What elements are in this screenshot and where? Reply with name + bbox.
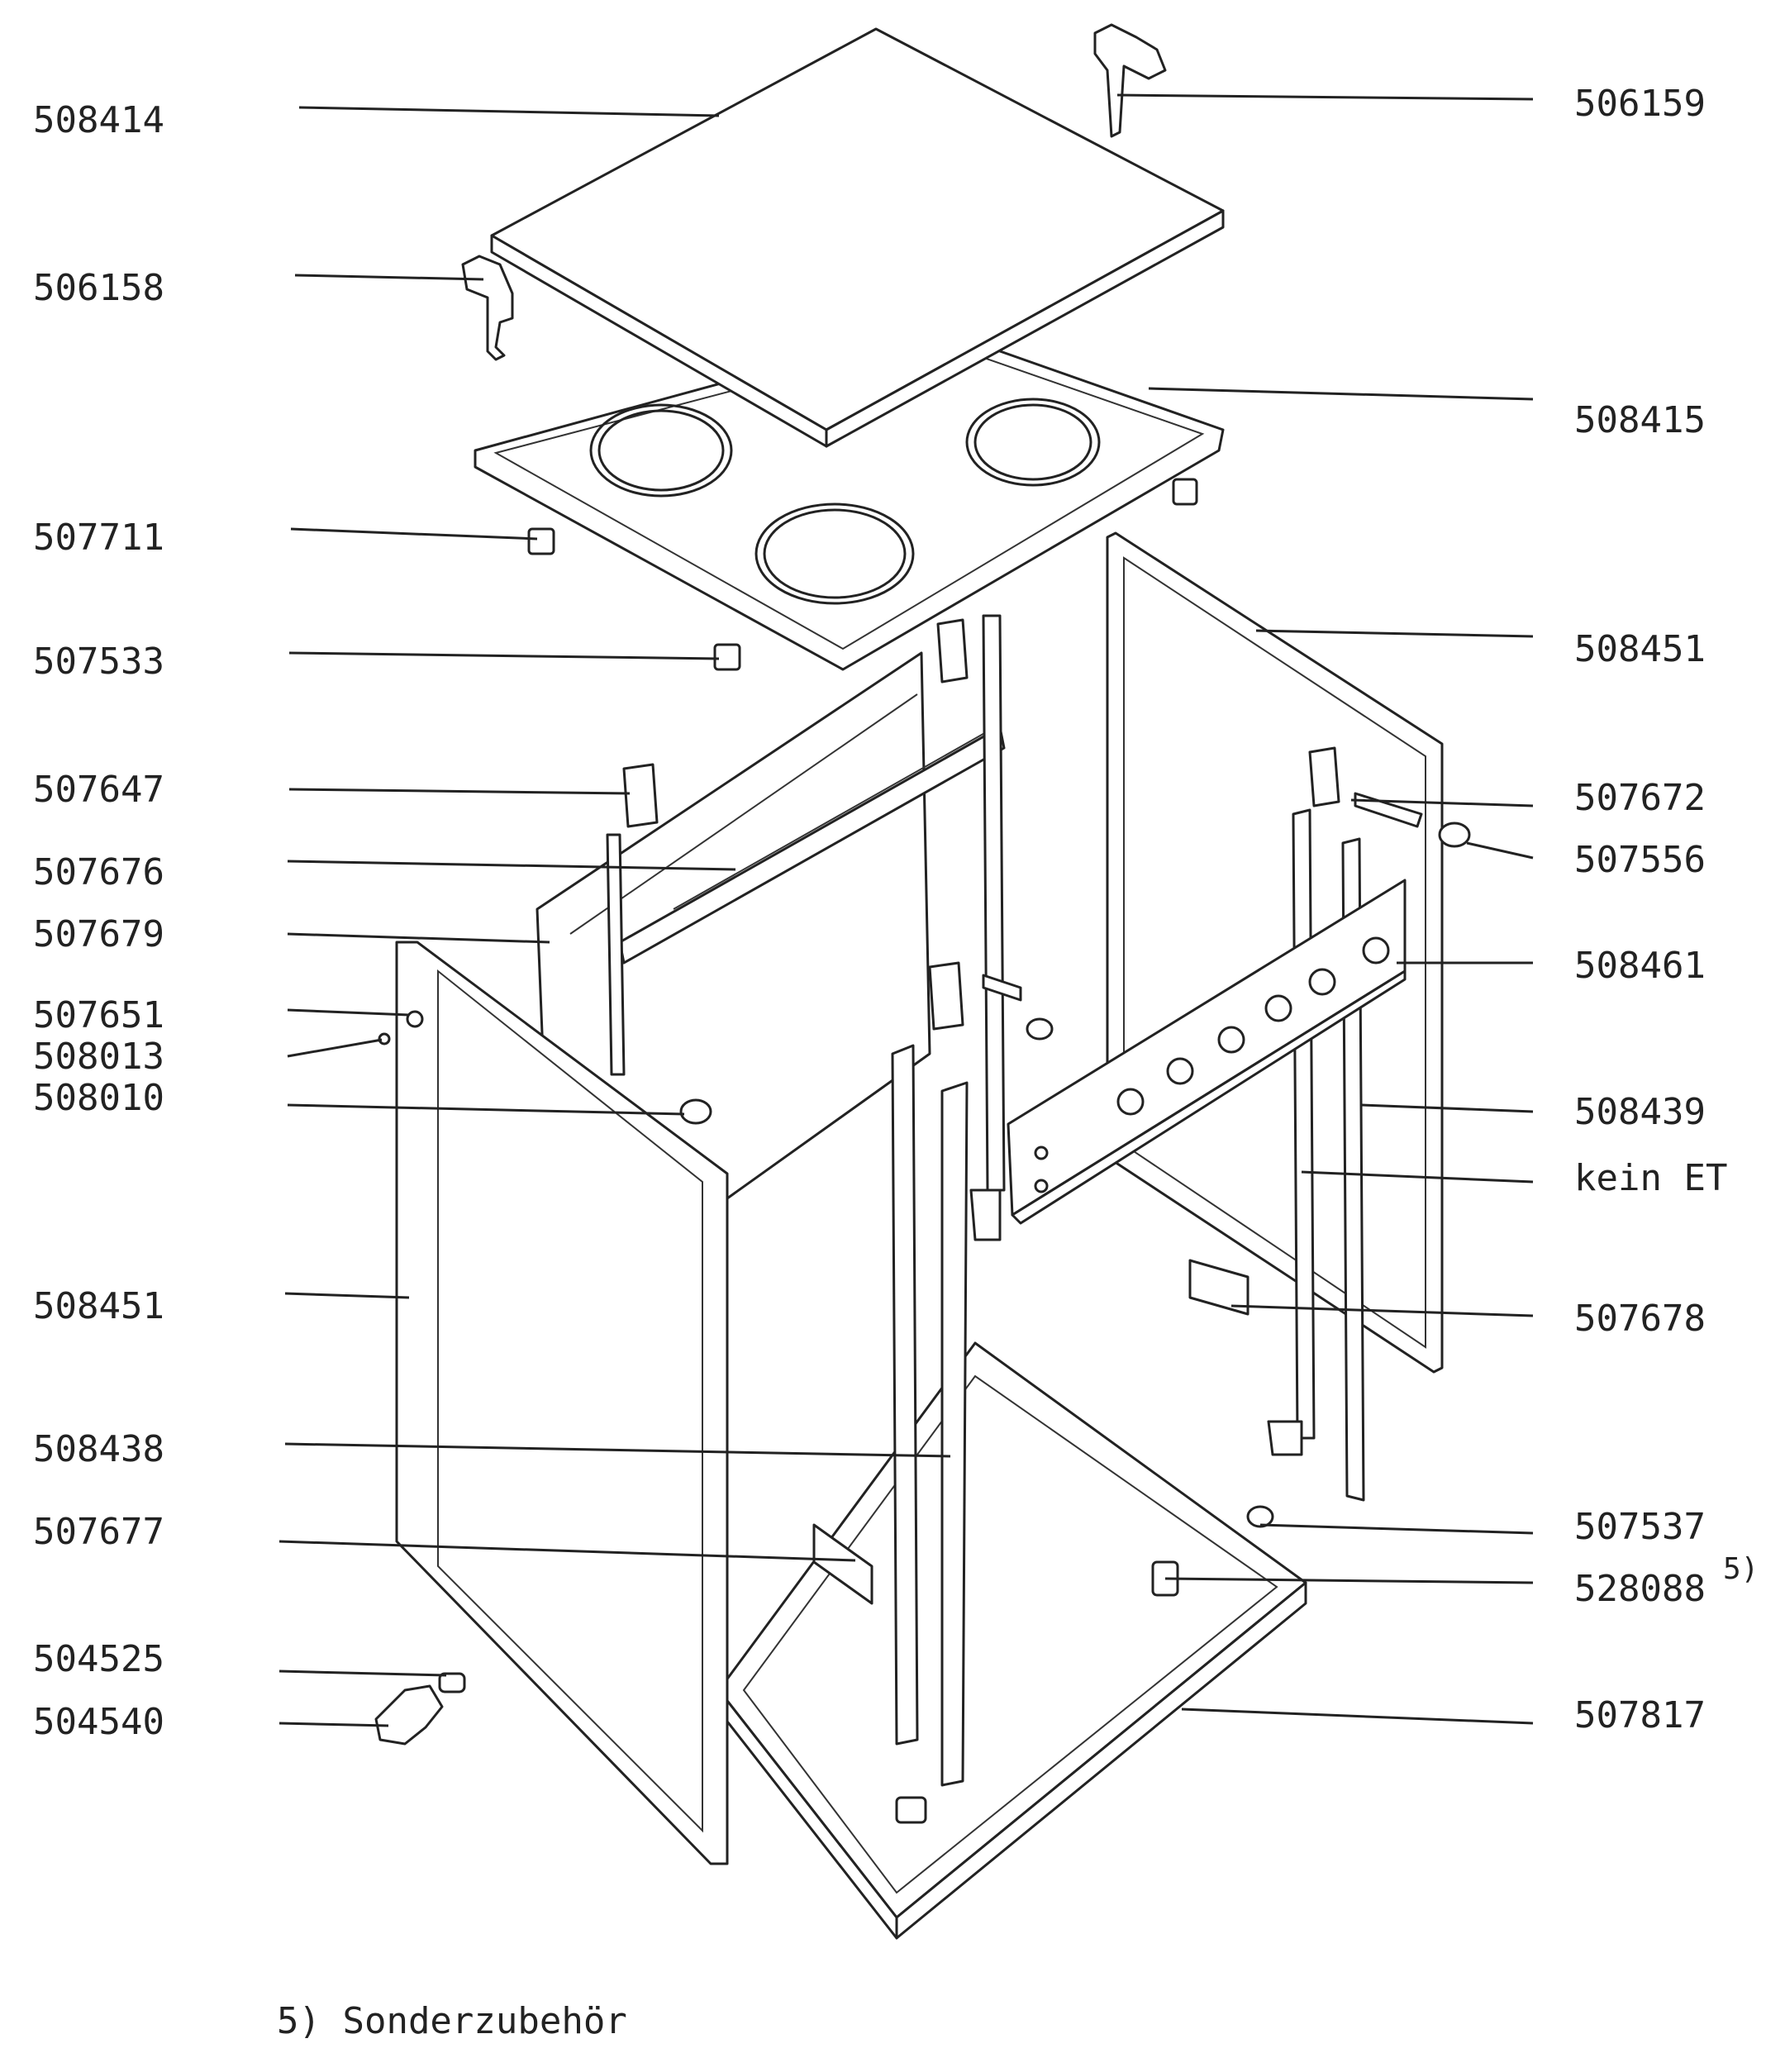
base-frame [717,1341,1307,1940]
clip-508415-right [1172,478,1198,506]
bracket-507677 [812,1523,873,1605]
part-label: 504525 [33,1638,164,1680]
footnote-marker: 5) [1723,1552,1759,1586]
bracket-507678 [1188,1259,1250,1316]
leader-lines [278,93,1534,1727]
part-label: 506159 [1574,83,1706,125]
labels-right: 506159 508415 508451 507672 507556 50846… [1574,83,1759,1736]
part-label: 507817 [1574,1694,1706,1736]
part-label: 508415 [1574,399,1706,441]
part-label: 507711 [33,517,164,559]
part-label: 507679 [33,913,164,955]
part-label: 506158 [33,267,164,309]
part-label: 508451 [33,1285,164,1327]
part-label: 508414 [33,99,164,141]
hinge-504540 [374,1684,444,1746]
part-label: 507537 [1574,1506,1706,1548]
grommet-508010 [679,1098,712,1125]
part-label: 508013 [33,1036,164,1078]
top-lid [490,27,1225,448]
part-label: 508461 [1574,945,1706,987]
part-label: 508010 [33,1077,164,1119]
back-crossbar [606,614,1006,1241]
front-posts [891,1044,969,1787]
part-label: 508451 [1574,628,1706,670]
cam-507556 [1438,822,1471,848]
part-label: 507677 [33,1511,164,1553]
part-label: 508439 [1574,1091,1706,1133]
hinge-left [461,255,514,361]
part-label: kein ET [1574,1157,1727,1199]
part-label: 507651 [33,994,164,1036]
bracket-top-back [936,618,969,684]
hinge-right [1093,23,1167,138]
part-label: 504540 [33,1701,164,1743]
screw-508013 [378,1032,391,1046]
part-label: 507556 [1574,839,1706,881]
control-panel [1007,879,1407,1225]
bracket-507647 [622,763,659,828]
clip-507533 [713,643,741,671]
part-label: 528088 [1574,1568,1706,1610]
spring-504525 [438,1672,466,1693]
part-label: 507678 [1574,1298,1706,1340]
footnote: 5) Sonderzubehör [277,2000,627,2042]
foot-clip-front [895,1796,927,1824]
part-label: 507533 [33,641,164,683]
clip-507711 [527,527,555,555]
cam-507537 [1246,1505,1274,1528]
labels-left: 508414 506158 507711 507533 507647 50767… [33,99,164,1743]
screw-507651 [406,1010,424,1028]
part-label: 508438 [33,1428,164,1470]
center-bracket [928,961,1054,1041]
part-label: 507676 [33,851,164,893]
part-label: 507672 [1574,777,1706,819]
part-label: 507647 [33,769,164,811]
